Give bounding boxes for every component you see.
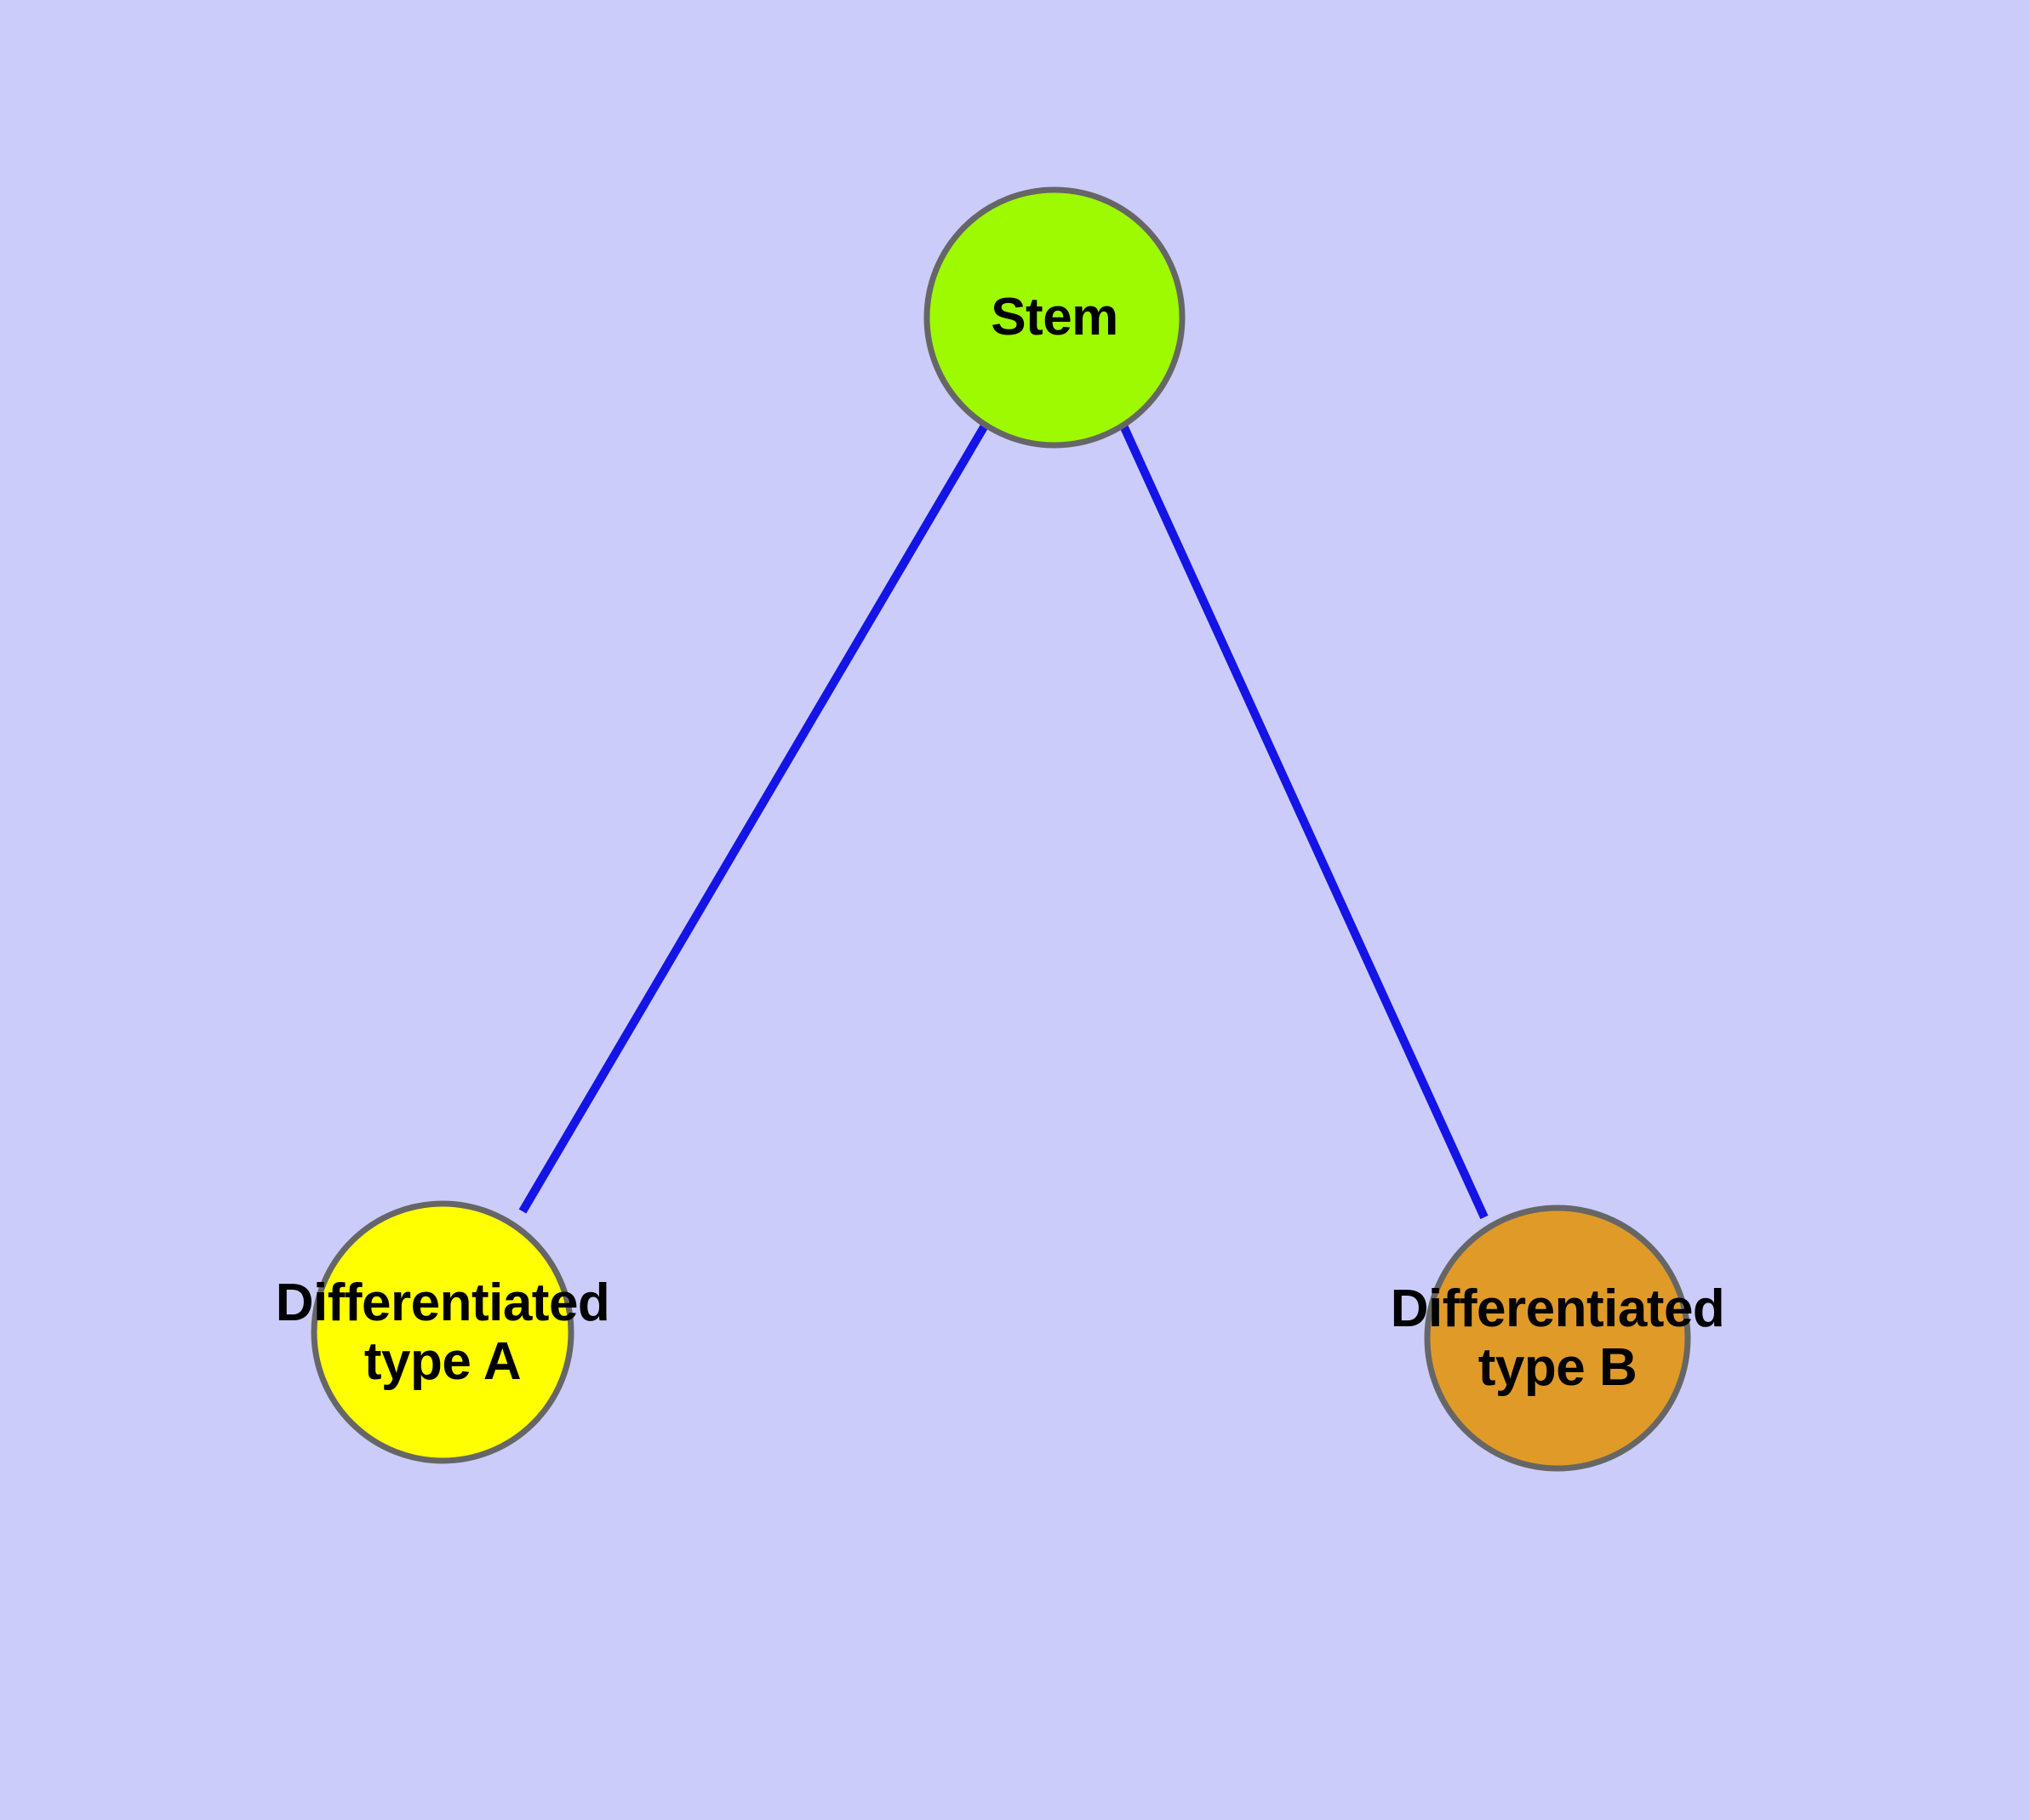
node-layer (311, 186, 1691, 1472)
graph-node-type_b[interactable] (1424, 1205, 1691, 1472)
graph-node-stem[interactable] (923, 186, 1186, 449)
graph-node-type_a[interactable] (311, 1200, 574, 1464)
edge-layer (518, 423, 1489, 1220)
graph-edge-stem-to-type-b (1119, 423, 1489, 1220)
graph-edge-stem-to-type-a (518, 423, 989, 1214)
